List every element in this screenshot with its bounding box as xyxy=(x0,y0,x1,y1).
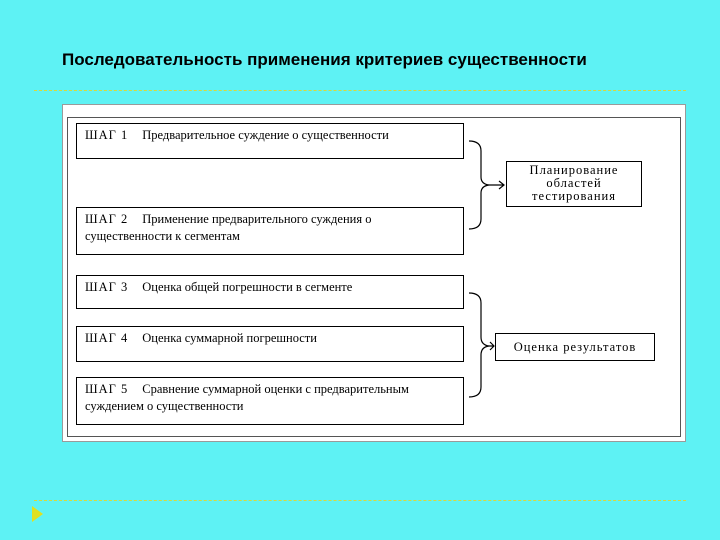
slide-title: Последовательность применения критериев … xyxy=(62,50,587,69)
step-3-number: ШАГ 3 xyxy=(85,280,129,294)
step-5-number: ШАГ 5 xyxy=(85,382,129,396)
brackets-layer xyxy=(468,140,505,398)
planning-bracket xyxy=(468,140,490,230)
evaluation-result-text: Оценка результатов xyxy=(513,340,637,354)
step-3-text: Оценка общей погрешности в сегменте xyxy=(142,280,353,294)
step-5-text: Сравнение суммарной оценки с предварител… xyxy=(85,382,409,413)
bottom-divider xyxy=(34,500,686,501)
planning-result-text: Планирование областей тестирования xyxy=(529,163,619,203)
diagram-frame xyxy=(67,117,681,437)
step-1-number: ШАГ 1 xyxy=(85,128,129,142)
step-3-box: ШАГ 3 Оценка общей погрешности в сегменте xyxy=(76,275,464,309)
step-4-text: Оценка суммарной погрешности xyxy=(142,331,317,345)
step-4-box: ШАГ 4 Оценка суммарной погрешности xyxy=(76,326,464,362)
planning-arrow xyxy=(489,180,505,190)
step-1-text: Предварительное суждение о существенност… xyxy=(142,128,389,142)
step-2-text: Применение предварительного суждения о с… xyxy=(85,212,372,243)
next-slide-arrow-icon[interactable] xyxy=(32,506,43,522)
evaluation-result-box: Оценка результатов xyxy=(495,333,655,361)
step-1-box: ШАГ 1 Предварительное суждение о существе… xyxy=(76,123,464,159)
diagram-panel: ШАГ 1 Предварительное суждение о существе… xyxy=(62,104,686,442)
evaluation-arrow xyxy=(489,341,495,351)
planning-result-box: Планирование областей тестирования xyxy=(506,161,642,207)
step-2-number: ШАГ 2 xyxy=(85,212,129,226)
step-4-number: ШАГ 4 xyxy=(85,331,129,345)
top-divider xyxy=(34,90,686,91)
evaluation-bracket xyxy=(468,292,490,398)
